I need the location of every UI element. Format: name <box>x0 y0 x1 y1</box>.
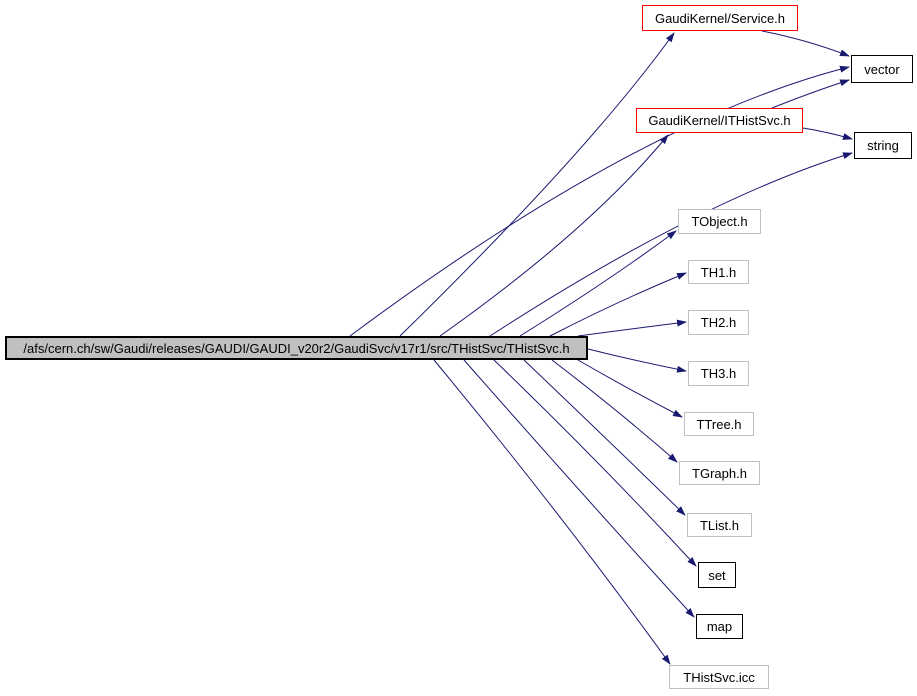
edge-main-to-th1 <box>549 272 687 337</box>
edge-main-to-string <box>489 152 853 337</box>
node-thistsvc-icc: THistSvc.icc <box>669 665 769 689</box>
edge-main-to-tlist <box>523 359 686 516</box>
node-tgraph-h: TGraph.h <box>679 461 760 485</box>
edge-main-to-tobject <box>519 230 677 337</box>
edge-main-to-service <box>399 32 675 337</box>
node-set: set <box>698 562 736 588</box>
node-string: string <box>854 132 912 159</box>
node-tlist-h: TList.h <box>687 513 752 537</box>
node-gaudikernel-service-h[interactable]: GaudiKernel/Service.h <box>642 5 798 31</box>
edge-main-to-thistsvc-icc <box>433 359 671 665</box>
edge-main-to-th2 <box>577 319 687 337</box>
node-th2-h: TH2.h <box>688 310 749 335</box>
edge-ithistsvc-to-vector <box>771 79 850 109</box>
edge-ithistsvc-to-string <box>802 127 853 140</box>
node-tobject-h: TObject.h <box>678 209 761 234</box>
edge-main-to-ttree <box>577 359 683 418</box>
node-gaudikernel-ithistsvc-h[interactable]: GaudiKernel/ITHistSvc.h <box>636 108 803 133</box>
node-ttree-h: TTree.h <box>684 412 754 436</box>
edge-main-to-th3 <box>587 348 687 373</box>
edge-main-to-vector <box>349 65 850 337</box>
edge-main-to-ithistsvc <box>439 134 669 337</box>
edge-main-to-set <box>493 359 697 567</box>
node-main-file: /afs/cern.ch/sw/Gaudi/releases/GAUDI/GAU… <box>5 336 588 360</box>
edge-service-to-vector <box>761 30 850 57</box>
node-map: map <box>696 614 743 639</box>
edge-main-to-tgraph <box>551 359 678 463</box>
node-th1-h: TH1.h <box>688 260 749 284</box>
node-vector: vector <box>851 55 913 83</box>
edge-main-to-map <box>463 359 695 618</box>
node-th3-h: TH3.h <box>688 361 749 386</box>
